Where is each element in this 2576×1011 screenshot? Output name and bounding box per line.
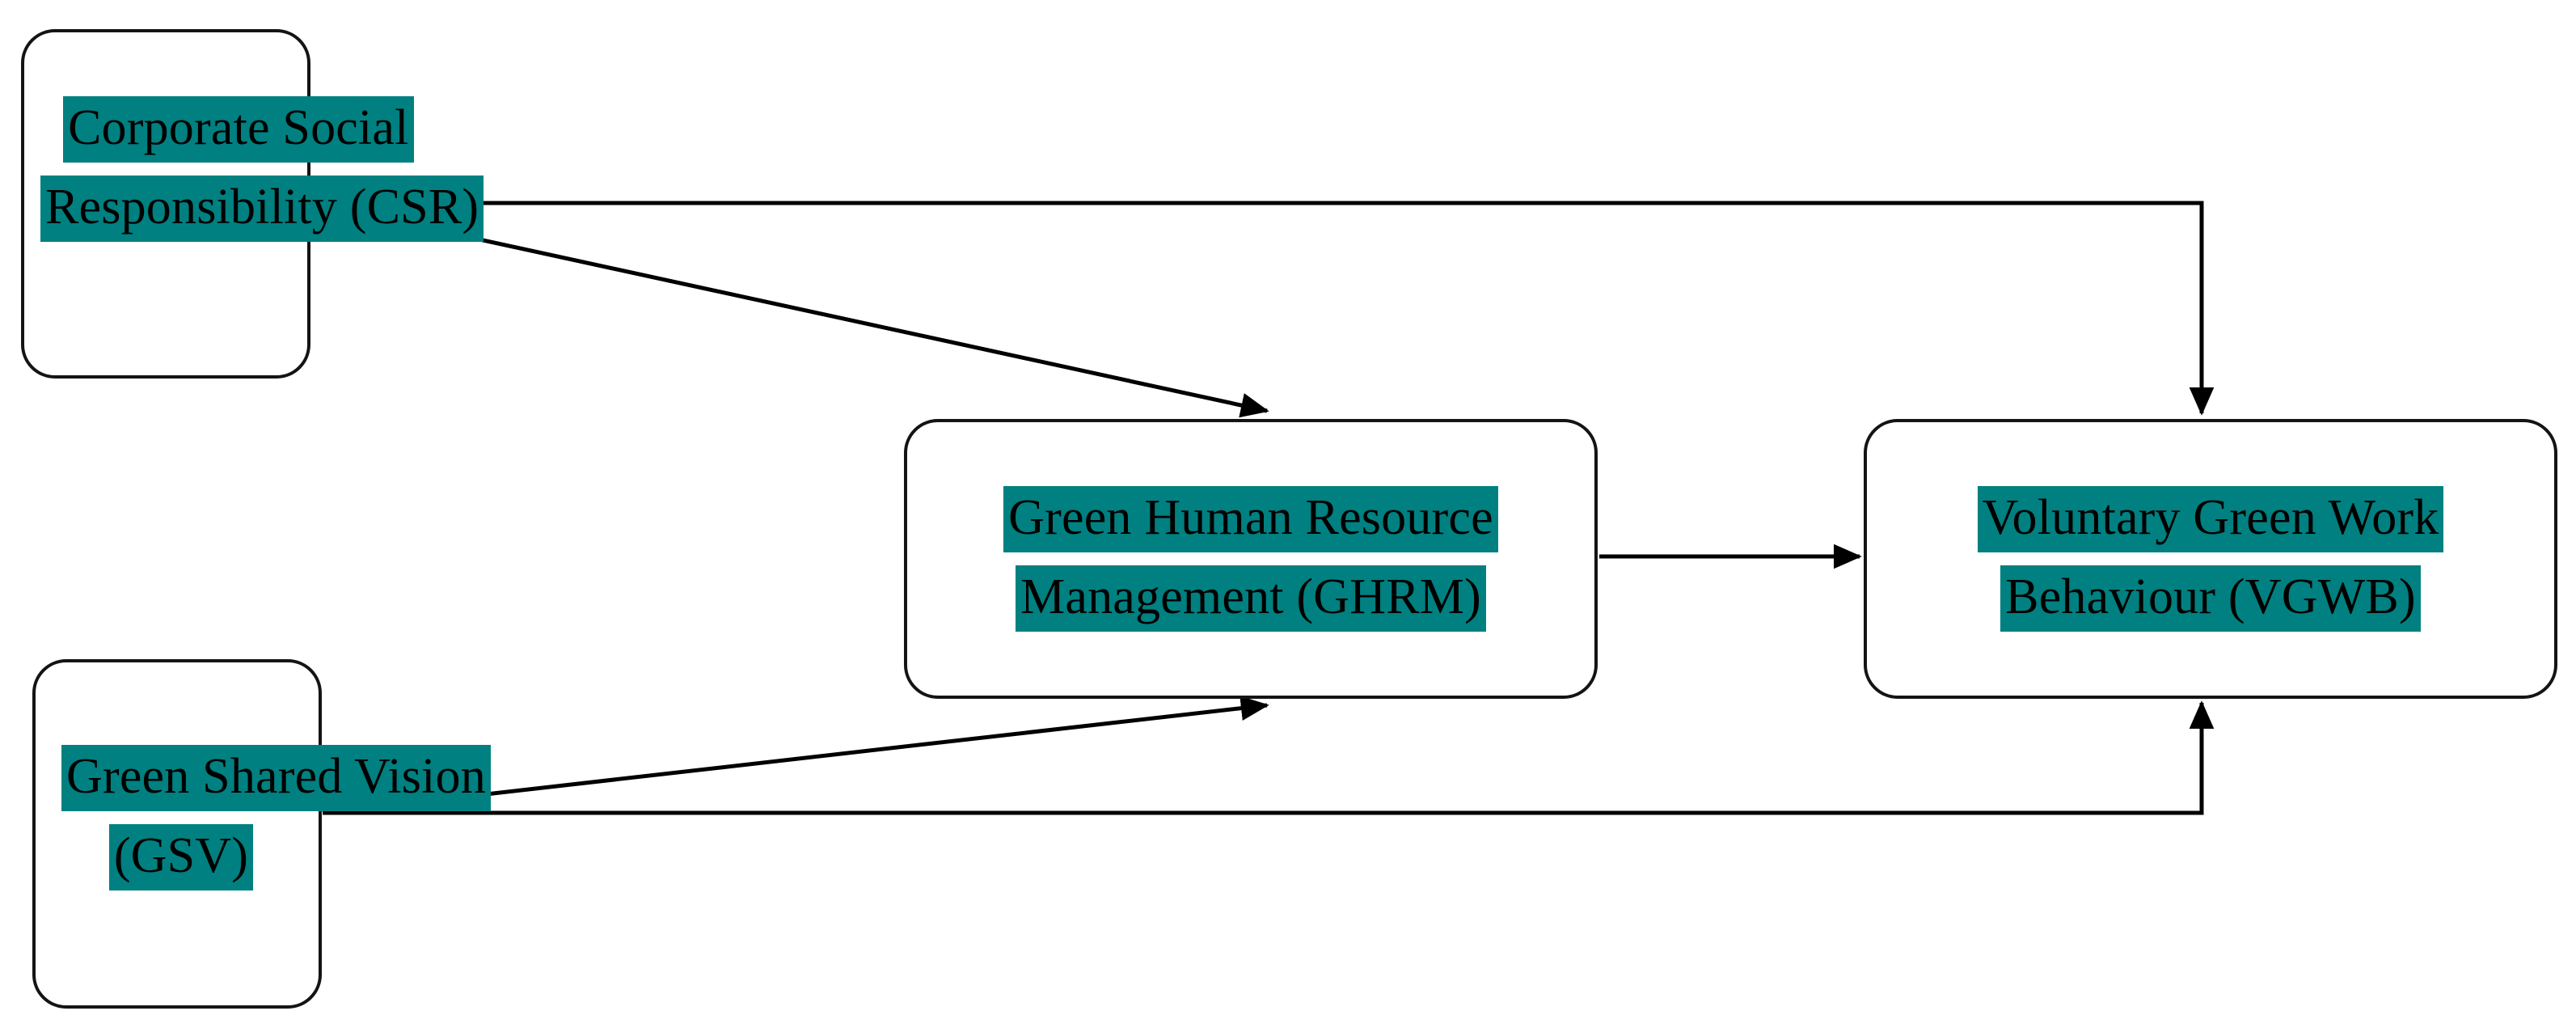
edge-gsv-to-vgwb [323, 700, 2215, 815]
node-ghrm-line-1: Green Human Resource [1003, 486, 1498, 552]
node-csr-line-2: Responsibility (CSR) [40, 176, 484, 242]
node-green-human-resource-management[interactable]: Green Human Resource Management (GHRM) [904, 419, 1598, 699]
node-csr-line-1: Corporate Social [63, 96, 414, 163]
node-gsv-line-2: (GSV) [108, 824, 254, 890]
node-vgwb-line-1: Voluntary Green Work [1977, 486, 2444, 552]
node-corporate-social-responsibility[interactable]: Corporate Social Responsibility (CSR) [21, 29, 484, 379]
node-gsv-line-1: Green Shared Vision [61, 745, 491, 811]
node-green-shared-vision[interactable]: Green Shared Vision (GSV) [32, 659, 491, 1009]
node-label-wrap: Corporate Social Responsibility (CSR) [24, 96, 484, 242]
node-label-wrap: Green Shared Vision (GSV) [36, 745, 491, 890]
edge-csr-to-vgwb [312, 201, 2215, 416]
node-label-wrap: Voluntary Green Work Behaviour (VGWB) [1867, 486, 2554, 632]
node-vgwb-line-2: Behaviour (VGWB) [2000, 565, 2421, 632]
node-voluntary-green-work-behaviour[interactable]: Voluntary Green Work Behaviour (VGWB) [1864, 419, 2557, 699]
node-label-wrap: Green Human Resource Management (GHRM) [907, 486, 1594, 632]
node-ghrm-line-2: Management (GHRM) [1016, 565, 1486, 632]
